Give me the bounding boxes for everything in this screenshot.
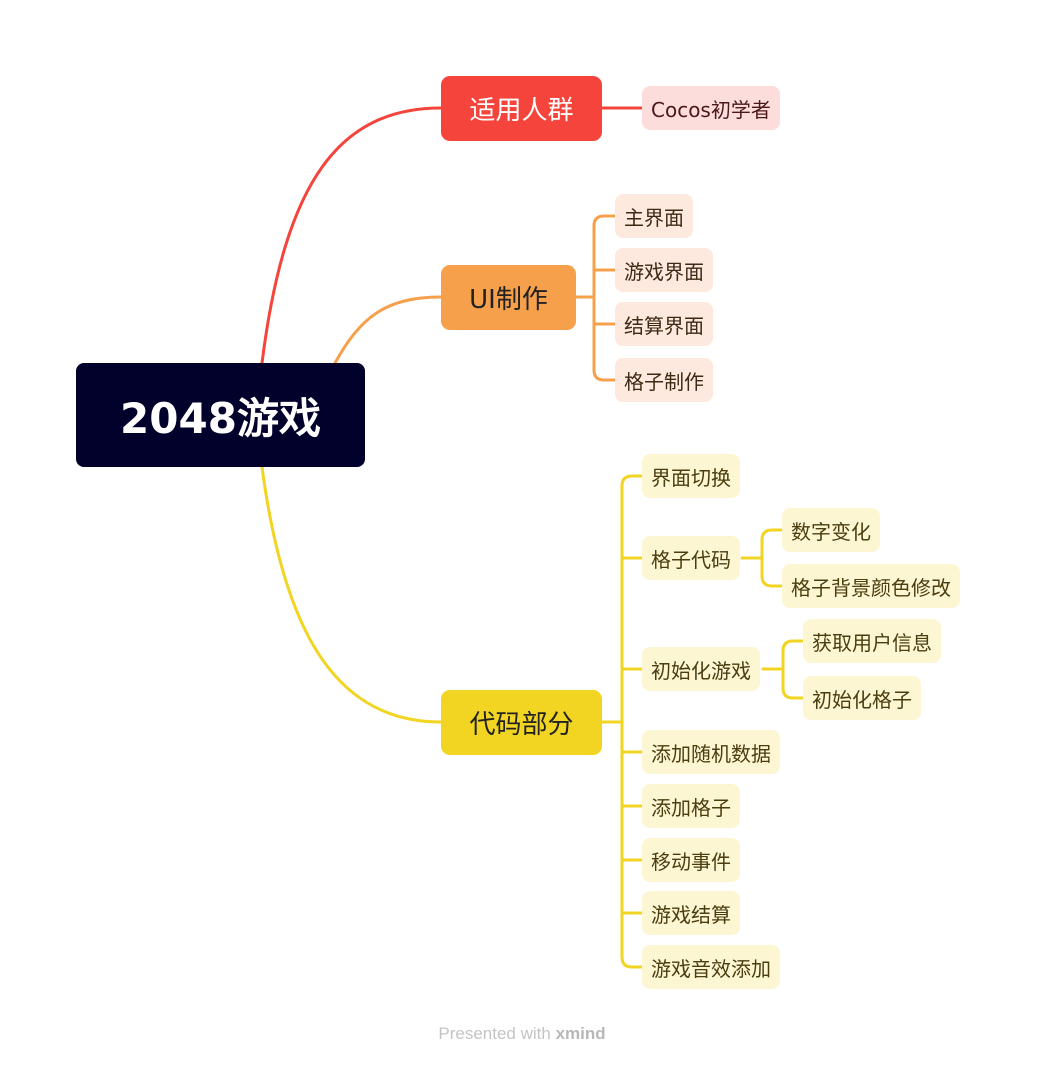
branch-ui[interactable]: UI制作	[441, 265, 576, 330]
central-topic[interactable]: 2048游戏	[76, 363, 365, 467]
topic-cocos-beginner[interactable]: Cocos初学者	[642, 86, 780, 130]
footer-brand: xmind	[555, 1024, 606, 1043]
topic-add-sound-effects[interactable]: 游戏音效添加	[642, 945, 780, 989]
footer-credit: Presented with xmind	[0, 1024, 1044, 1044]
footer-text: Presented with	[438, 1024, 551, 1043]
topic-game-settlement[interactable]: 游戏结算	[642, 891, 740, 935]
connector-grid-code	[740, 528, 784, 588]
branch-audience[interactable]: 适用人群	[441, 76, 602, 141]
topic-get-user-info[interactable]: 获取用户信息	[803, 619, 941, 663]
topic-result-screen[interactable]: 结算界面	[615, 302, 713, 346]
connector-code-trunk	[600, 474, 644, 969]
topic-grid-code[interactable]: 格子代码	[642, 536, 740, 580]
topic-move-event[interactable]: 移动事件	[642, 838, 740, 882]
topic-main-screen[interactable]: 主界面	[615, 194, 693, 238]
topic-number-change[interactable]: 数字变化	[782, 508, 880, 552]
connector-ui-trunk	[574, 214, 617, 382]
topic-screen-switch[interactable]: 界面切换	[642, 454, 740, 498]
topic-grid-bg-color[interactable]: 格子背景颜色修改	[782, 564, 960, 608]
connector-init-game	[761, 639, 805, 700]
connector-root-to-audience	[260, 106, 443, 365]
branch-code[interactable]: 代码部分	[441, 690, 602, 755]
topic-add-grid[interactable]: 添加格子	[642, 784, 740, 828]
topic-grid-making[interactable]: 格子制作	[615, 358, 713, 402]
connector-root-to-code	[260, 465, 443, 724]
connector-root-to-ui	[333, 295, 443, 365]
topic-game-screen[interactable]: 游戏界面	[615, 248, 713, 292]
topic-init-grid[interactable]: 初始化格子	[803, 676, 921, 720]
topic-init-game[interactable]: 初始化游戏	[642, 647, 760, 691]
topic-add-random-data[interactable]: 添加随机数据	[642, 730, 780, 774]
